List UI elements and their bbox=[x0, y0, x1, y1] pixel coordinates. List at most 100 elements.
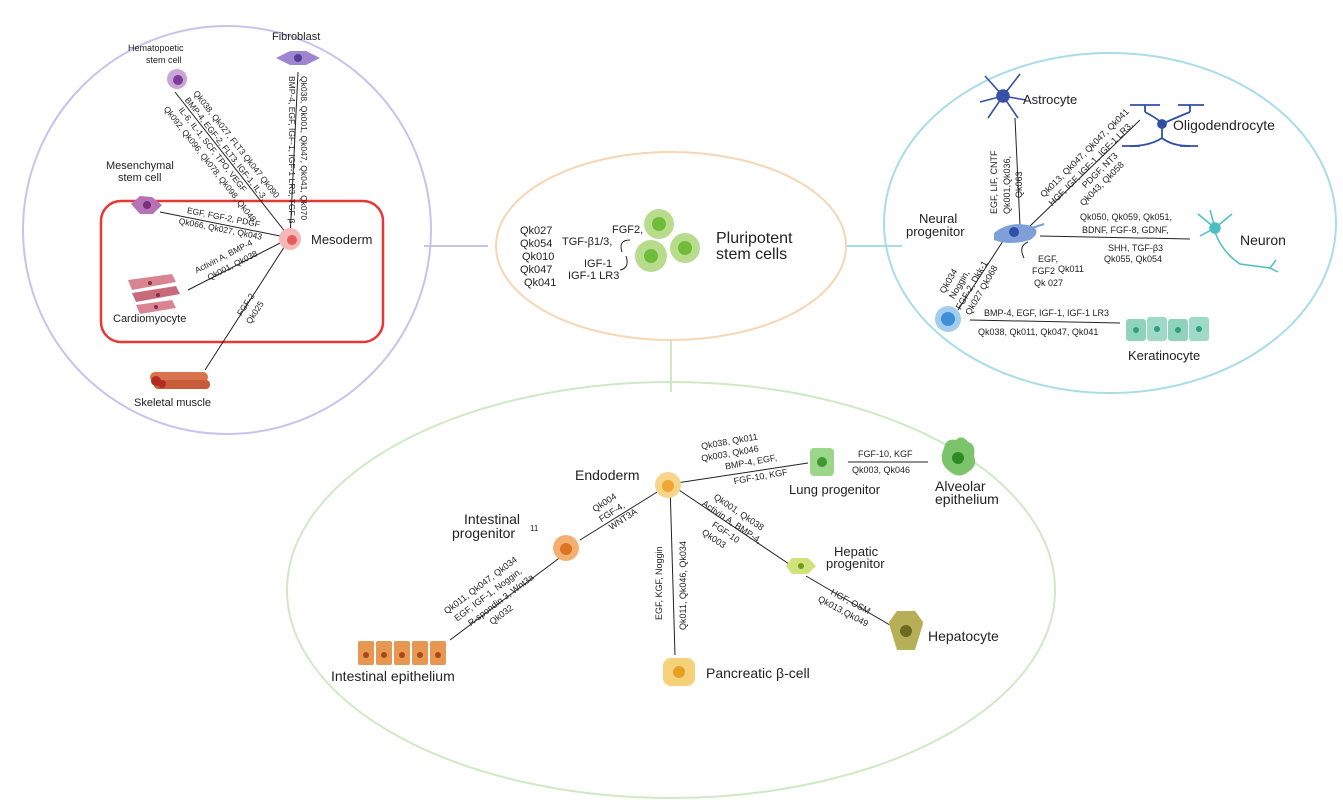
skeletal-label: Skeletal muscle bbox=[134, 397, 211, 409]
neuron-label: Neuron bbox=[1240, 232, 1286, 248]
center-factor: FGF2, bbox=[612, 224, 643, 236]
astro-factor: EGF, LIF, CNTF bbox=[989, 150, 999, 214]
astro-factor: Qk001,Qk036, bbox=[1002, 156, 1012, 214]
oligo-line bbox=[1029, 119, 1141, 227]
pancreatic-factor: EGF, KGF, Noggin bbox=[654, 546, 664, 620]
hsc-label: stem cell bbox=[146, 55, 182, 65]
fibroblast-factor: BMP-4, EGF, IGF-1, IGF-1 LR3, TGF-β bbox=[287, 76, 297, 223]
hsc-line bbox=[174, 91, 291, 239]
endoderm-label: Endoderm bbox=[575, 467, 640, 483]
ker-prog-line bbox=[957, 237, 1006, 311]
center-code: Qk054 bbox=[520, 238, 552, 250]
cardiomyocyte-label: Cardiomyocyte bbox=[113, 313, 186, 325]
astrocyte-label: Astrocyte bbox=[1023, 92, 1077, 107]
fibroblast-cell-icon bbox=[276, 51, 320, 65]
oligodendrocyte-icon bbox=[1122, 104, 1204, 147]
hepatic-line bbox=[669, 483, 793, 567]
hepatic-progenitor-icon bbox=[786, 558, 816, 574]
center-code: Qk027 bbox=[520, 225, 552, 237]
neuron-line bbox=[1039, 235, 1191, 240]
neuron-factor: Qk050, Qk059, Qk051, bbox=[1080, 212, 1172, 222]
center-title-2: stem cells bbox=[716, 246, 787, 263]
endoderm-panel-ellipse bbox=[286, 381, 1056, 799]
int-epi-line bbox=[449, 555, 563, 641]
center-left-codes: Qk027 Qk054 Qk010 Qk047 Qk041 bbox=[520, 225, 556, 289]
intestinal-label: progenitor bbox=[452, 525, 515, 541]
cardiomyocyte-icon bbox=[128, 274, 180, 314]
intestinal-progenitor-icon bbox=[553, 535, 579, 561]
alveolar-label: Alveolar bbox=[935, 478, 986, 494]
center-code: Qk047 bbox=[520, 264, 552, 276]
center-panel-ellipse bbox=[495, 151, 847, 341]
cardio-factors: Activin A, BMP-4 Qk001, Qk038 bbox=[193, 237, 259, 282]
neural-panel-ellipse bbox=[883, 52, 1337, 394]
self-renew-factor: EGF, bbox=[1038, 254, 1058, 264]
hepatocyte-label: Hepatocyte bbox=[928, 628, 999, 644]
self-renew-factor: Qk011 bbox=[1058, 264, 1084, 274]
mesoderm-panel-circle bbox=[22, 25, 432, 435]
keratinocyte-label: Keratinocyte bbox=[1128, 348, 1200, 363]
keratinocyte-icon bbox=[1126, 317, 1209, 341]
fibroblast-label: Fibroblast bbox=[272, 31, 320, 43]
pancreatic-factors: EGF, KGF, Noggin Qk011, Qk046, Qk034 bbox=[654, 541, 688, 630]
hepatic-label: Hepatic bbox=[834, 544, 879, 559]
keratinocyte-progenitor-icon bbox=[935, 306, 961, 332]
msc-label: stem cell bbox=[118, 172, 161, 184]
lung-factors: Qk038, Qk011 Qk003, Qk046 BMP-4, EGF, FG… bbox=[700, 431, 788, 486]
pluripotent-cells-icon bbox=[635, 209, 700, 272]
self-renew-factor: FGF2 bbox=[1032, 266, 1055, 276]
astro-factor: Qk063 bbox=[1014, 171, 1024, 198]
pancreatic-line bbox=[669, 483, 676, 656]
endoderm-cell-icon bbox=[655, 472, 681, 498]
center-factor: IGF-1 LR3 bbox=[568, 270, 619, 282]
self-renew-arrow-icon bbox=[1021, 241, 1029, 259]
cardio-line bbox=[187, 237, 291, 291]
alveolar-icon bbox=[941, 437, 976, 476]
astrocyte-icon bbox=[979, 73, 1027, 119]
center-factor: TGF-β1/3, bbox=[562, 236, 612, 248]
neural-progenitor-label: progenitor bbox=[906, 224, 965, 239]
self-renew-arrow-icon bbox=[620, 239, 631, 253]
neuron-icon bbox=[1197, 209, 1279, 273]
lung-label: Lung progenitor bbox=[789, 482, 881, 497]
alveolar-factor: FGF-10, KGF bbox=[858, 449, 913, 459]
astro-factors: EGF, LIF, CNTF Qk001,Qk036, Qk063 bbox=[989, 150, 1024, 214]
skeletal-muscle-icon bbox=[150, 372, 210, 389]
mesoderm-cell-icon bbox=[279, 228, 301, 250]
fibroblast-factors: Qk038, Qk001, Qk047, Qk041, Qk070 BMP-4,… bbox=[287, 76, 309, 223]
hepatic-factors: Qk001, Qk038 Activin A, BMP-4, FGF-10 Qk… bbox=[700, 492, 766, 551]
intestinal-superscript: 11 bbox=[530, 524, 539, 533]
neuron-factor: SHH, TGF-β3 bbox=[1108, 243, 1163, 253]
int-epi-factors: Qk011, Qk047, Qk034 EGF, IGF-1, Noggin, … bbox=[442, 555, 536, 628]
lung-line bbox=[669, 462, 809, 485]
pancreatic-cell-icon bbox=[663, 658, 695, 686]
ker-line bbox=[969, 319, 1121, 324]
oligodendrocyte-label: Oligodendrocyte bbox=[1173, 117, 1275, 133]
ker-left-factors: Qk034 Noggin, FGF-2, Dkk-1 Qk027 Qk068 bbox=[938, 259, 1000, 317]
mesoderm-label: Mesoderm bbox=[311, 232, 372, 247]
alveolar-label: epithelium bbox=[935, 491, 999, 507]
neuron-factor: Qk055, Qk054 bbox=[1104, 254, 1162, 264]
center-title-1: Pluripotent bbox=[716, 230, 793, 247]
skeletal-factors: FGF-2 Qk025 bbox=[235, 291, 266, 325]
ker-factor: BMP-4, EGF, IGF-1, IGF-1 LR3 bbox=[984, 308, 1109, 318]
center-code: Qk010 bbox=[522, 251, 554, 263]
hsc-cell-icon bbox=[167, 69, 187, 89]
msc-label: Mesenchymal bbox=[106, 160, 174, 172]
center-factor: IGF-1 bbox=[584, 258, 612, 270]
intestinal-factors: Qk004 FGF-4, WNT3A bbox=[591, 491, 639, 532]
skeletal-line bbox=[204, 237, 291, 371]
neural-progenitor-icon bbox=[994, 223, 1045, 243]
intestinal-epithelium-icon bbox=[358, 641, 446, 665]
lung-progenitor-icon bbox=[810, 448, 834, 476]
intestinal-line bbox=[579, 483, 671, 541]
pancreatic-label: Pancreatic β-cell bbox=[706, 665, 810, 681]
hsc-factors: Qk038, Qk027, FLT3 Qk047 Qk090 BMP-4, EG… bbox=[162, 88, 282, 224]
neuron-factor: BDNF, FGF-8, GDNF, bbox=[1082, 225, 1169, 235]
self-renew-factor: Qk 027 bbox=[1034, 278, 1063, 288]
intestinal-label: Intestinal bbox=[464, 511, 520, 527]
pancreatic-factor: Qk011, Qk046, Qk034 bbox=[678, 541, 688, 630]
hepatocyte-factors: HGF, OSM Qk013,Qk049 bbox=[816, 587, 872, 629]
hepatocyte-line bbox=[805, 575, 896, 629]
hepatic-label: progenitor bbox=[826, 556, 885, 571]
